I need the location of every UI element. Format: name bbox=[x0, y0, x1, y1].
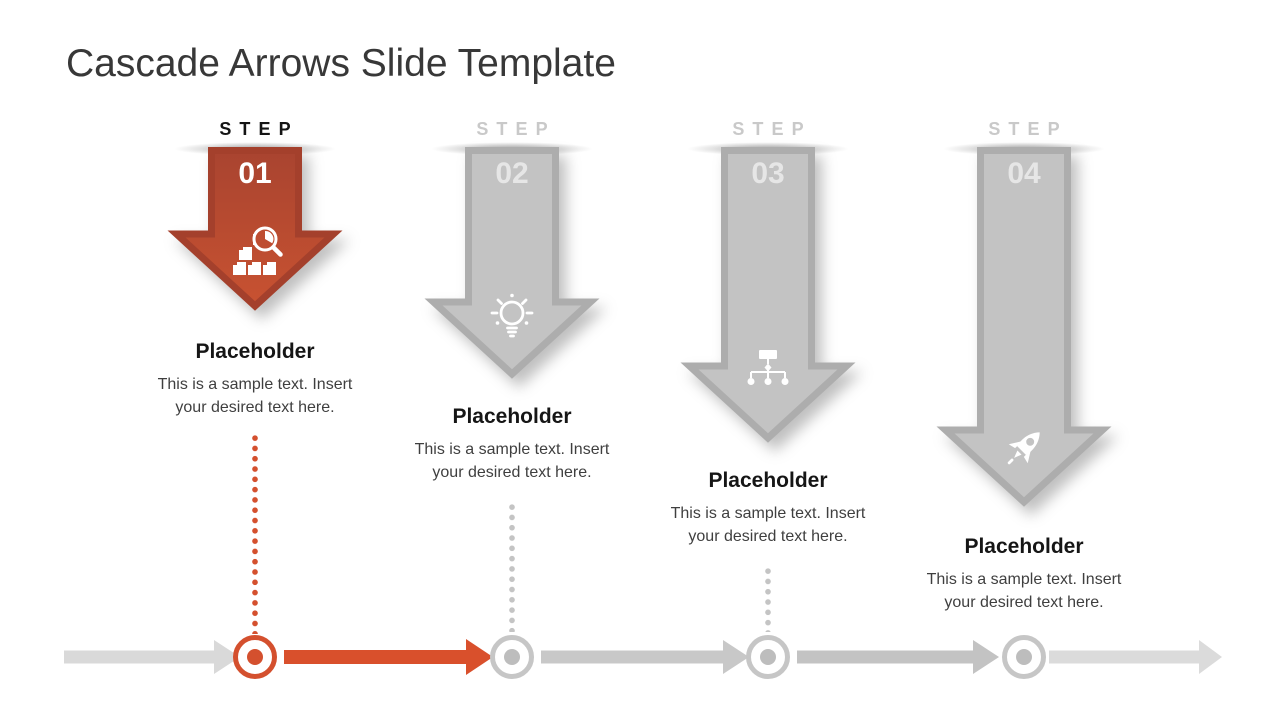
step-text-block: Placeholder This is a sample text. Inser… bbox=[894, 535, 1154, 614]
step-number: 04 bbox=[1007, 157, 1041, 190]
step-column-1: STEP 01 bbox=[125, 0, 385, 720]
hierarchy-icon bbox=[742, 350, 794, 395]
step-label: STEP bbox=[476, 119, 556, 139]
step-column-2: STEP 02 bbox=[382, 0, 642, 720]
placeholder-description: This is a sample text. Insert your desir… bbox=[926, 571, 1122, 611]
slide-title: Cascade Arrows Slide Template bbox=[66, 42, 616, 85]
step-number: 03 bbox=[751, 157, 785, 190]
timeline-segment-3 bbox=[797, 640, 999, 674]
placeholder-description: This is a sample text. Insert your desir… bbox=[670, 505, 866, 545]
placeholder-description: This is a sample text. Insert your desir… bbox=[157, 376, 353, 416]
timeline-milestone-2 bbox=[490, 635, 534, 679]
step-column-3: STEP 03 Placeholder bbox=[638, 0, 898, 720]
step-label: STEP bbox=[219, 119, 299, 139]
dotted-connector bbox=[252, 433, 258, 634]
cascade-arrow-2 bbox=[424, 147, 600, 379]
dotted-connector bbox=[765, 566, 771, 632]
timeline-segment-tail bbox=[1049, 640, 1222, 674]
timeline-segment-2 bbox=[541, 640, 749, 674]
cascade-arrow-1 bbox=[167, 147, 343, 311]
lightbulb-icon bbox=[486, 292, 538, 349]
step-label: STEP bbox=[988, 119, 1068, 139]
step-text-block: Placeholder This is a sample text. Inser… bbox=[382, 405, 642, 484]
placeholder-title: Placeholder bbox=[195, 340, 315, 363]
step-column-4: STEP 04 Placeholder This is a sample tex… bbox=[894, 0, 1154, 720]
timeline-segment-lead bbox=[64, 640, 240, 674]
step-text-block: Placeholder This is a sample text. Inser… bbox=[125, 340, 385, 419]
placeholder-title: Placeholder bbox=[452, 405, 572, 428]
placeholder-description: This is a sample text. Insert your desir… bbox=[414, 441, 610, 481]
inspection-boxes-magnifier-icon bbox=[225, 224, 285, 283]
step-number: 01 bbox=[238, 157, 272, 190]
cascade-arrow-3 bbox=[680, 147, 856, 443]
timeline bbox=[64, 635, 1222, 679]
step-text-block: Placeholder This is a sample text. Inser… bbox=[638, 469, 898, 548]
placeholder-title: Placeholder bbox=[964, 535, 1084, 558]
placeholder-title: Placeholder bbox=[708, 469, 828, 492]
timeline-milestone-4 bbox=[1002, 635, 1046, 679]
step-label: STEP bbox=[732, 119, 812, 139]
timeline-milestone-3 bbox=[746, 635, 790, 679]
cascade-arrow-4 bbox=[936, 147, 1112, 507]
dotted-connector bbox=[509, 502, 515, 632]
rocket-icon bbox=[996, 420, 1052, 481]
timeline-milestone-1 bbox=[233, 635, 277, 679]
step-number: 02 bbox=[495, 157, 529, 190]
timeline-segment-1 bbox=[284, 639, 493, 675]
